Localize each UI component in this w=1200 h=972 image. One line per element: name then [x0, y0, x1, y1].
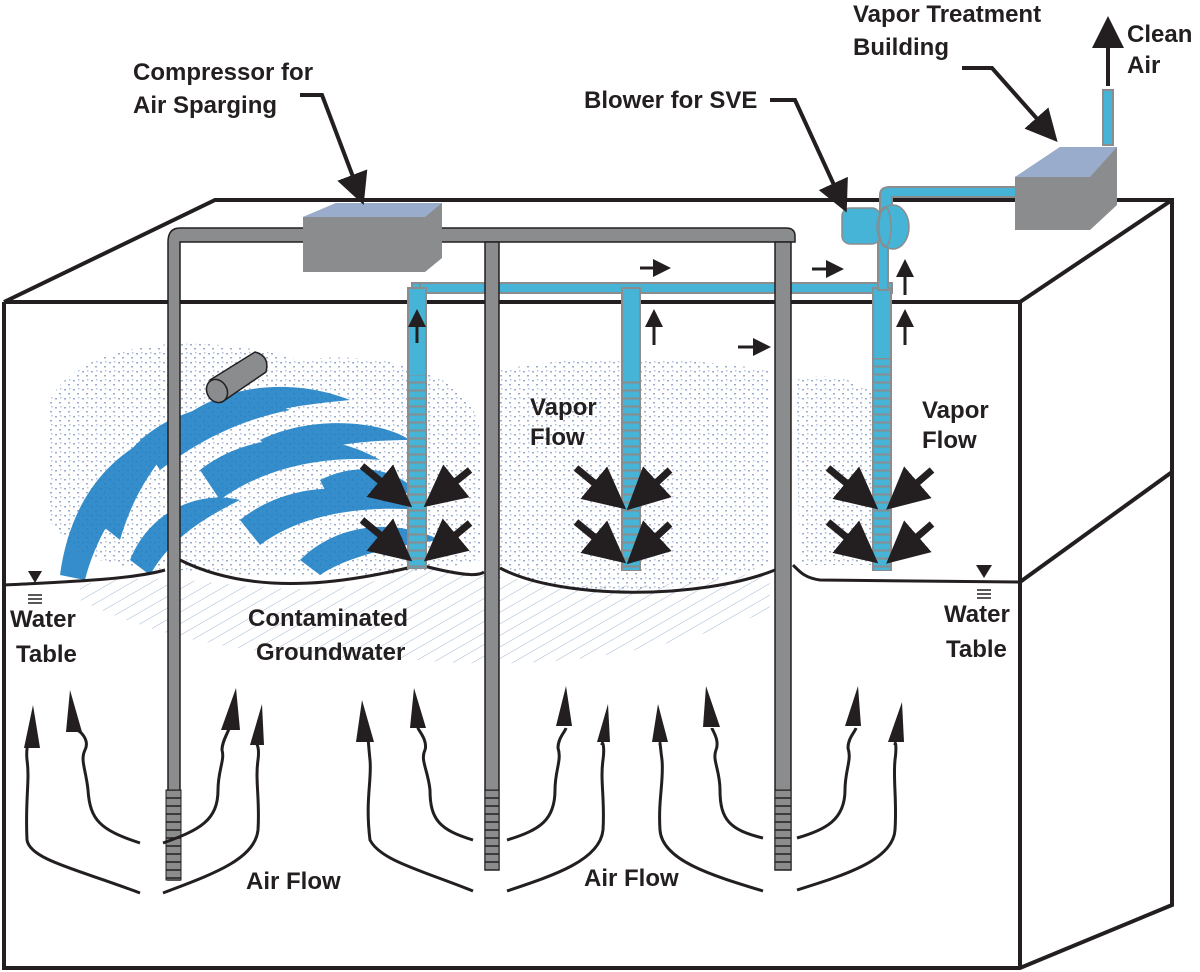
sve-manifold [411, 282, 893, 294]
vapor-arrow-icon [626, 466, 673, 511]
water-table-marker-left [28, 571, 42, 604]
leader-arrows [300, 16, 1124, 213]
sparge-well-3-screen [774, 789, 792, 871]
air-flow-arrows [24, 686, 904, 895]
water-table-triangle-icon [976, 565, 992, 578]
sve-well-1-screen [409, 375, 425, 568]
vapor-treatment-building [1015, 147, 1117, 230]
vapor-arrow-icon [423, 518, 473, 562]
drum-debris [205, 351, 268, 404]
water-table-side-edge [1018, 470, 1174, 584]
blower-leader-arrow [770, 98, 848, 213]
vapor-arrow-icon [886, 520, 935, 564]
treatment-leader-arrow [962, 66, 1058, 142]
air-arrow-head-icon [66, 690, 82, 732]
water-table-marker-right [976, 565, 992, 599]
labels: Compressor for Air Sparging Blower for S… [10, 1, 1192, 895]
vapor-flow-arrows [359, 463, 935, 565]
vapor-arrow-icon [825, 519, 879, 564]
vapor-flow-right-line2: Flow [922, 427, 977, 454]
vapor-arrow-icon [573, 519, 627, 564]
vapor-arrow-icon [886, 466, 935, 510]
air-arrow-head-icon [652, 704, 668, 742]
pipe-flow-arrows [408, 259, 914, 356]
air-arrow-head-icon [845, 686, 861, 726]
air-arrow-head-icon [24, 705, 40, 748]
compressor-label-line1: Compressor for [133, 59, 313, 86]
contaminated-label-line1: Contaminated [248, 605, 408, 632]
vapor-arrow-icon [359, 517, 413, 562]
air-flow-left-label: Air Flow [246, 868, 341, 895]
clean-air-label-line2: Air [1127, 52, 1160, 79]
water-table-right-line2: Table [946, 636, 1007, 663]
water-table-line [3, 558, 1021, 594]
sparge-well-3-pipe [774, 241, 792, 871]
air-flow-right-label: Air Flow [584, 865, 679, 892]
compressor-leader-arrow [300, 93, 368, 205]
air-arrow-head-icon [410, 688, 426, 728]
water-table-left-line2: Table [16, 641, 77, 668]
vapor-arrow-icon [423, 464, 473, 508]
water-table-right-line1: Water [944, 601, 1010, 628]
vapor-arrow-icon [626, 520, 673, 565]
sparge-well-2-pipe [484, 241, 500, 871]
air-arrow-head-icon [356, 700, 374, 742]
treatment-label-line2: Building [853, 34, 949, 61]
vapor-cloud-right [795, 376, 880, 565]
contaminated-label-line2: Groundwater [256, 639, 405, 666]
compressor-top [303, 203, 442, 217]
block-outline [2, 198, 1174, 970]
sparge-well-1-screen [165, 789, 182, 881]
air-arrow-head-icon [597, 704, 610, 742]
air-arrow-head-icon [250, 704, 264, 745]
sparge-manifold [431, 227, 796, 243]
air-arrow-head-icon [221, 688, 240, 730]
treatment-building-top [1015, 147, 1117, 177]
vapor-arrow-icon [359, 463, 413, 508]
compressor-label-line2: Air Sparging [133, 92, 277, 119]
sparge-piping [165, 227, 796, 881]
treatment-label-line1: Vapor Treatment [853, 1, 1041, 28]
sparge-well-1-pipe [167, 227, 306, 881]
air-arrow-head-icon [703, 686, 720, 727]
sve-well-3-screen [874, 358, 890, 570]
blower-label: Blower for SVE [584, 87, 757, 114]
clean-air-stack [1102, 89, 1114, 146]
clean-air-label-line1: Clean [1127, 21, 1192, 48]
blower-outlet-pipe [879, 186, 1021, 224]
sparge-well-2-screen [484, 789, 500, 871]
vapor-flow-center-line1: Vapor [530, 394, 597, 421]
water-table-left-line1: Water [10, 606, 76, 633]
vapor-arrow-icon [825, 465, 879, 510]
sve-blower [841, 204, 910, 250]
compressor [303, 203, 442, 272]
vapor-flow-center-line2: Flow [530, 424, 585, 451]
air-arrow-head-icon [888, 702, 904, 742]
vapor-arrow-icon [573, 465, 627, 510]
block-top-right-edge [1018, 198, 1174, 304]
vapor-flow-right-line1: Vapor [922, 397, 989, 424]
air-arrow-head-icon [556, 686, 572, 726]
sve-well-2-screen [623, 378, 639, 570]
water-table-triangle-icon [28, 571, 42, 583]
